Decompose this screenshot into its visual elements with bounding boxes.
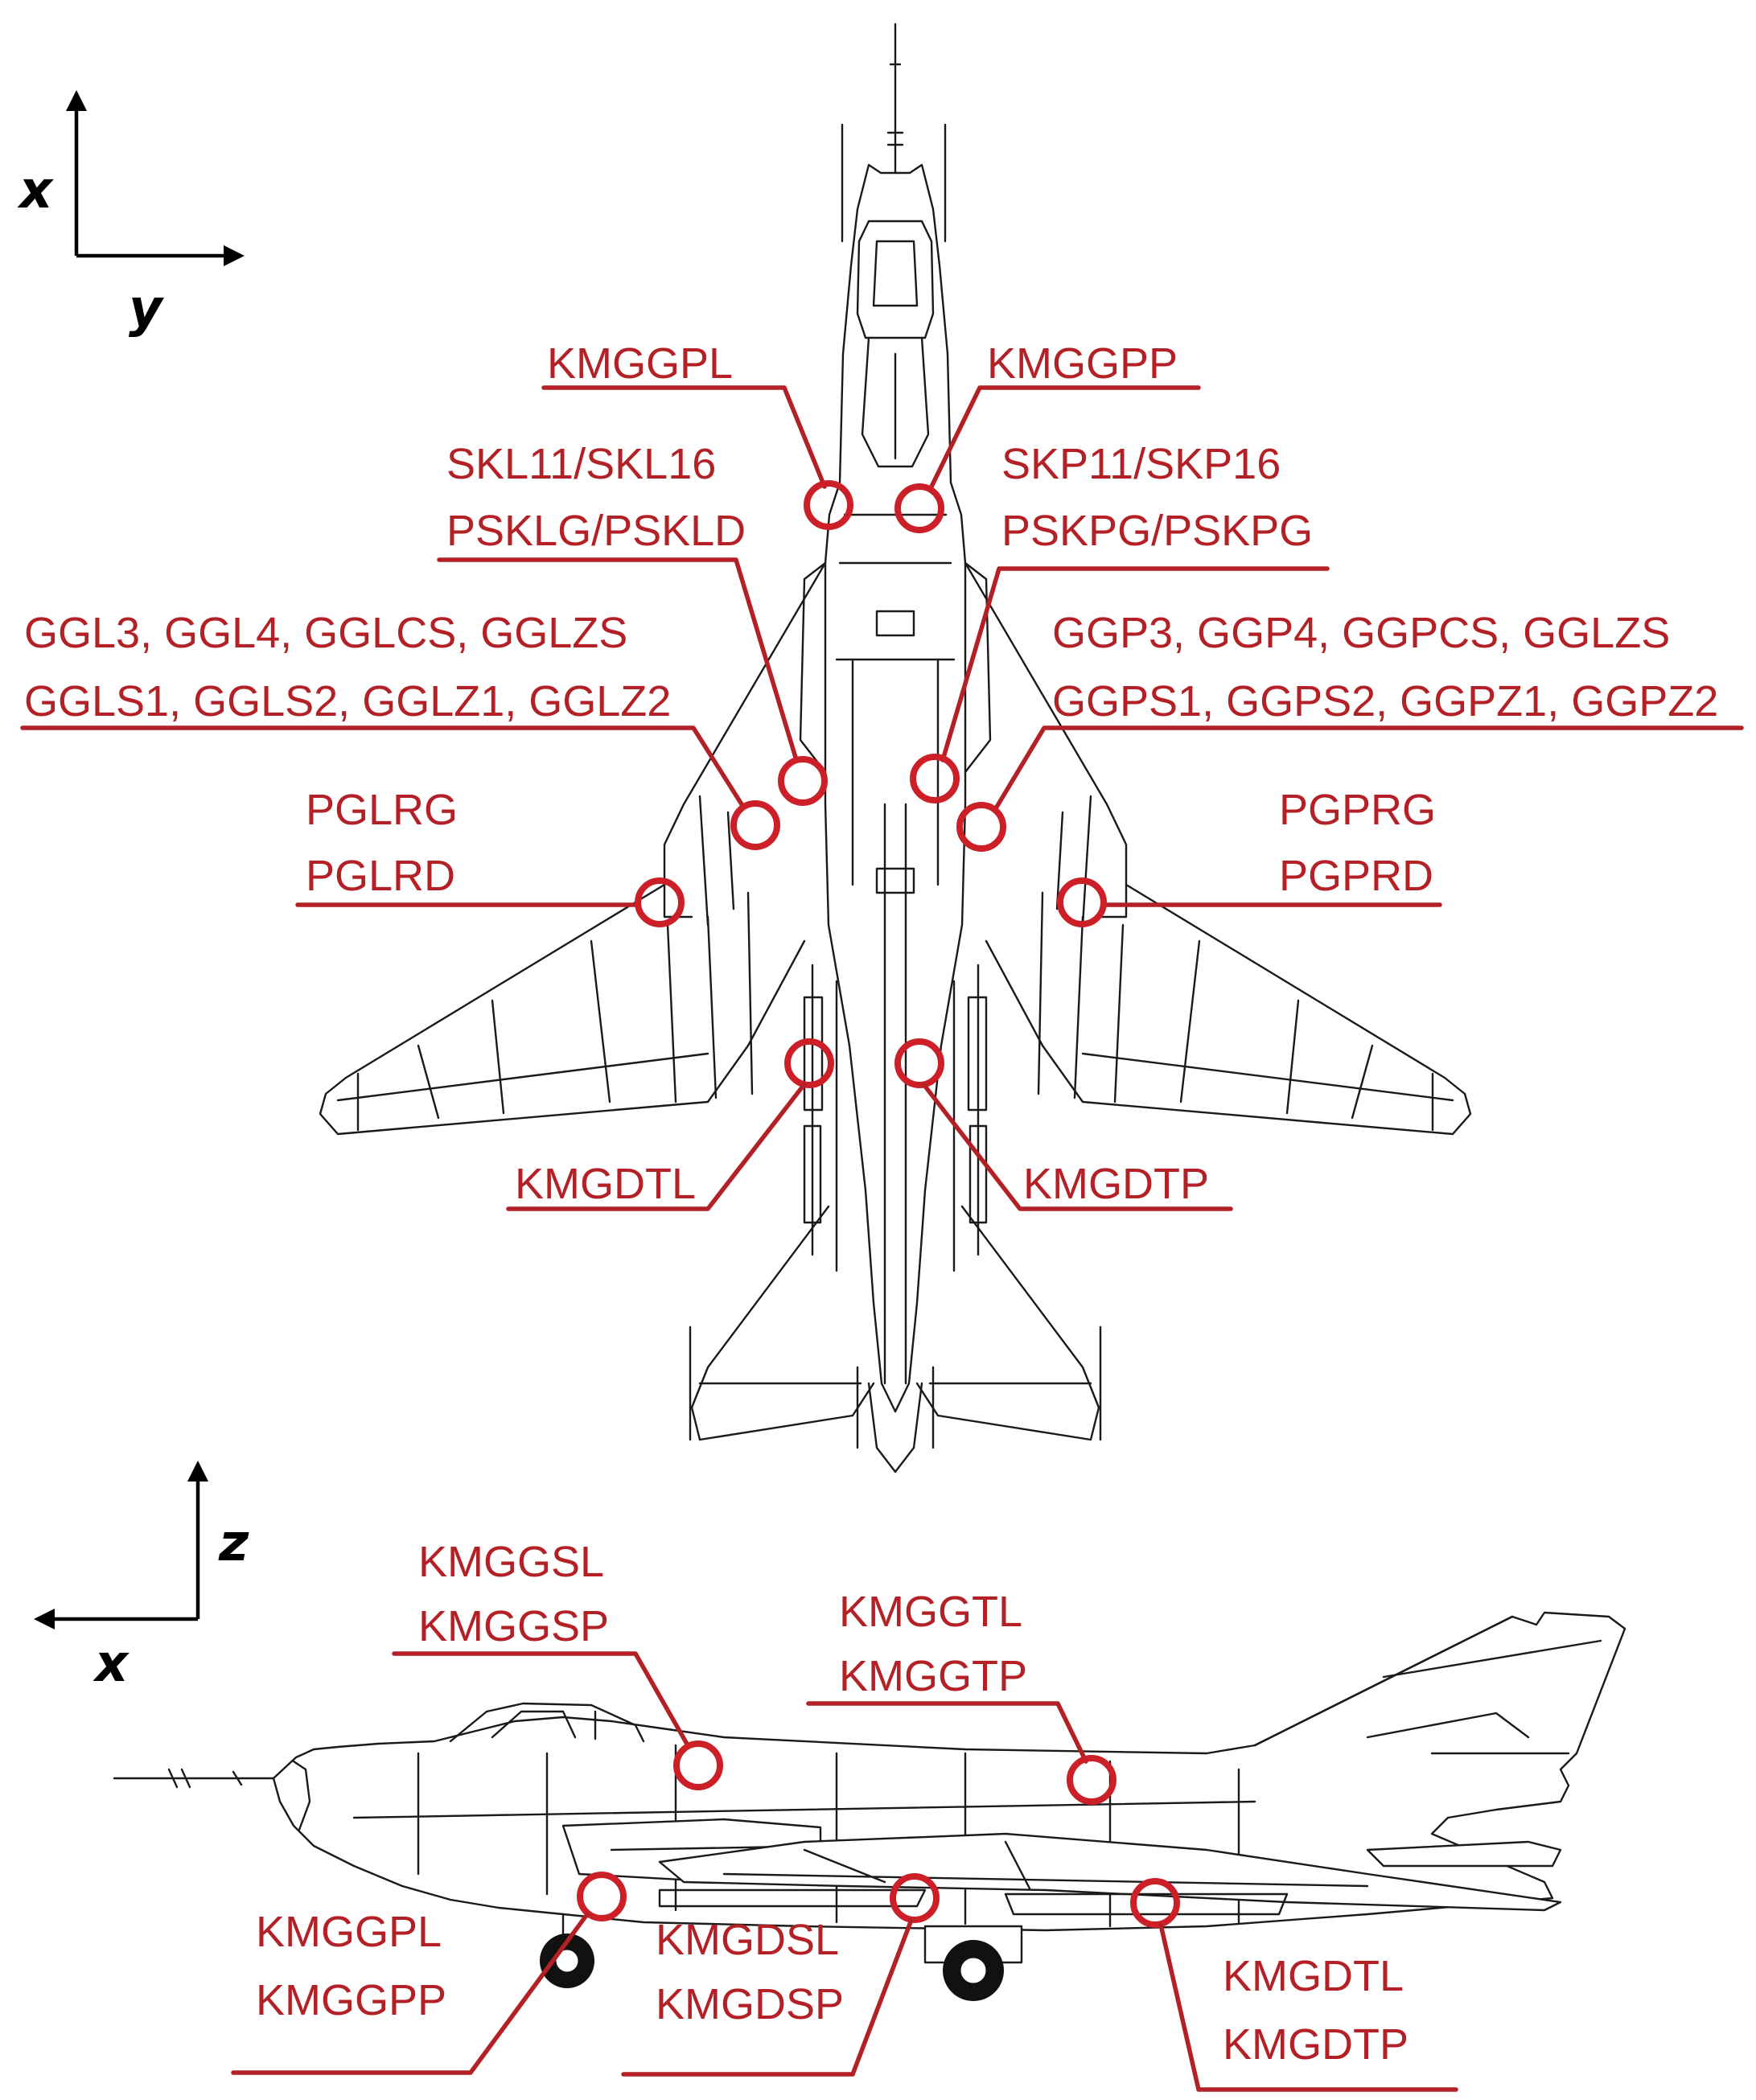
- label-kmgdt-side-line1: KMGDTL: [1223, 1952, 1404, 2000]
- label-pglr-line1: PGLRG: [306, 786, 458, 834]
- axis-label-z-bottom: z: [218, 1514, 249, 1573]
- sensor-ring-pglr: [635, 877, 685, 927]
- label-kmgdtl-top: KMGDTL: [515, 1160, 696, 1208]
- label-ggl-line1: GGL3, GGL4, GGLCS, GGLZS: [24, 609, 627, 657]
- sensor-ring-kmgdtp-top: [894, 1038, 944, 1088]
- side-view-annotations: KMGGSL KMGGSP KMGGTL KMGGTP KMGGPL KMGGP…: [231, 1538, 1458, 2092]
- sensor-ring-skp: [910, 754, 960, 803]
- sensor-ring-kmgds: [890, 1873, 940, 1923]
- sensor-ring-kmggs: [673, 1740, 723, 1790]
- label-ggp-line1: GGP3, GGP4, GGPCS, GGLZS: [1052, 609, 1670, 657]
- label-kmgds-line2: KMGDSP: [656, 1980, 844, 2028]
- label-pglr-line2: PGLRD: [306, 852, 455, 900]
- sensor-ring-kmggpl-top: [804, 480, 853, 530]
- label-ggl-line2: GGLS1, GGLS2, GGLZ1, GGLZ2: [24, 677, 671, 725]
- sensor-ring-kmgdtl-top: [784, 1038, 834, 1088]
- label-skl-line2: PSKLG/PSKLD: [446, 507, 746, 555]
- sensor-ring-pgpr: [1057, 877, 1107, 927]
- top-view-annotations: KMGGPL KMGGPP SKL11/SKL16 PSKLG/PSKLD SK…: [20, 339, 1744, 1211]
- label-kmggpp-top: KMGGPP: [987, 339, 1178, 388]
- sensor-ring-skl: [778, 756, 828, 806]
- label-kmgds-line1: KMGDSL: [656, 1916, 839, 1964]
- axis-label-x-top: x: [17, 161, 54, 220]
- aircraft-side-view: [113, 1611, 1626, 2001]
- sensor-ring-kmggpp-top: [894, 483, 944, 533]
- sensor-ring-kmggt: [1067, 1755, 1117, 1805]
- aircraft-top-view: [319, 23, 1472, 1473]
- bottom-axes: z x: [34, 1461, 249, 1694]
- label-kmggs-line1: KMGGSL: [418, 1538, 604, 1586]
- label-kmggt-line1: KMGGTL: [839, 1588, 1022, 1636]
- sensor-ring-ggp: [956, 802, 1006, 852]
- sensor-ring-kmggp-side: [577, 1872, 627, 1921]
- label-pgpr-line1: PGPRG: [1279, 786, 1436, 834]
- label-kmggt-line2: KMGGTP: [839, 1652, 1027, 1700]
- label-kmgdtp-top: KMGDTP: [1023, 1160, 1209, 1208]
- label-skp-line2: PSKPG/PSKPG: [1001, 507, 1313, 555]
- sensor-ring-kmgdt-side: [1130, 1878, 1180, 1928]
- label-skl-line1: SKL11/SKL16: [446, 440, 716, 488]
- label-pgpr-line2: PGPRD: [1279, 852, 1433, 900]
- label-kmggpl-top: KMGGPL: [547, 339, 733, 388]
- label-skp-line1: SKP11/SKP16: [1001, 440, 1281, 488]
- label-ggp-line2: GGPS1, GGPS2, GGPZ1, GGPZ2: [1052, 677, 1718, 725]
- label-kmggs-line2: KMGGSP: [418, 1602, 609, 1650]
- sensor-ring-ggl: [730, 800, 780, 850]
- top-axes: x y: [17, 90, 245, 339]
- label-kmggp-side-line1: KMGGPL: [256, 1908, 442, 1956]
- axis-label-x-bottom: x: [93, 1634, 130, 1694]
- axis-label-y-top: y: [129, 279, 164, 339]
- label-kmggp-side-line2: KMGGPP: [256, 1976, 446, 2024]
- label-kmgdt-side-line2: KMGDTP: [1223, 2020, 1409, 2069]
